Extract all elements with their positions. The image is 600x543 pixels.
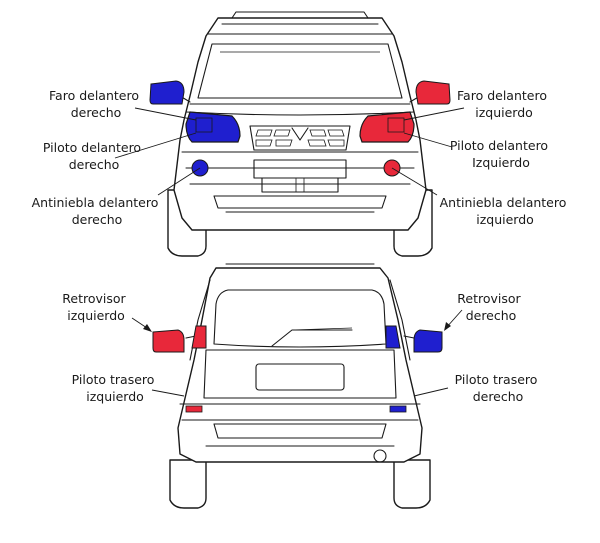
rear-right-tail-light [385, 325, 401, 349]
front-left-mirror [415, 80, 451, 105]
label-piloto-delantero-derecho: Piloto delantero derecho [43, 140, 145, 172]
rear-right-reflector [389, 405, 407, 413]
exhaust-pipe [373, 449, 387, 463]
label-antiniebla-delantero-izquierdo: Antiniebla delantero izquierdo [440, 195, 571, 227]
label-retrovisor-derecho: Retrovisor derecho [457, 291, 524, 323]
front-grille [249, 125, 351, 151]
rear-left-tyre [169, 459, 207, 509]
rear-right-mirror [413, 329, 443, 353]
label-antiniebla-delantero-derecho: Antiniebla delantero derecho [32, 195, 163, 227]
rear-left-mirror [152, 329, 185, 353]
label-piloto-trasero-izquierdo: Piloto trasero izquierdo [72, 372, 159, 404]
front-body-outline [173, 17, 427, 231]
rear-body-outline [177, 267, 423, 463]
rear-right-tyre [393, 459, 431, 509]
windshield [197, 43, 403, 99]
rear-left-tail-light [191, 325, 207, 349]
front-right-headlight [185, 111, 241, 143]
front-left-headlight [359, 111, 415, 143]
rear-window [213, 289, 387, 348]
label-retrovisor-izquierdo: Retrovisor izquierdo [62, 291, 129, 323]
rear-license-plate [255, 363, 345, 391]
label-faro-delantero-derecho: Faro delantero derecho [49, 88, 143, 120]
label-faro-delantero-izquierdo: Faro delantero izquierdo [457, 88, 551, 120]
front-view [114, 11, 465, 257]
front-right-mirror [149, 80, 185, 105]
label-piloto-trasero-derecho: Piloto trasero derecho [455, 372, 542, 404]
front-license-plate [253, 159, 347, 179]
rear-view [131, 263, 463, 509]
label-piloto-delantero-izquierdo: Piloto delantero Izquierdo [450, 138, 552, 170]
rear-left-reflector [185, 405, 203, 413]
